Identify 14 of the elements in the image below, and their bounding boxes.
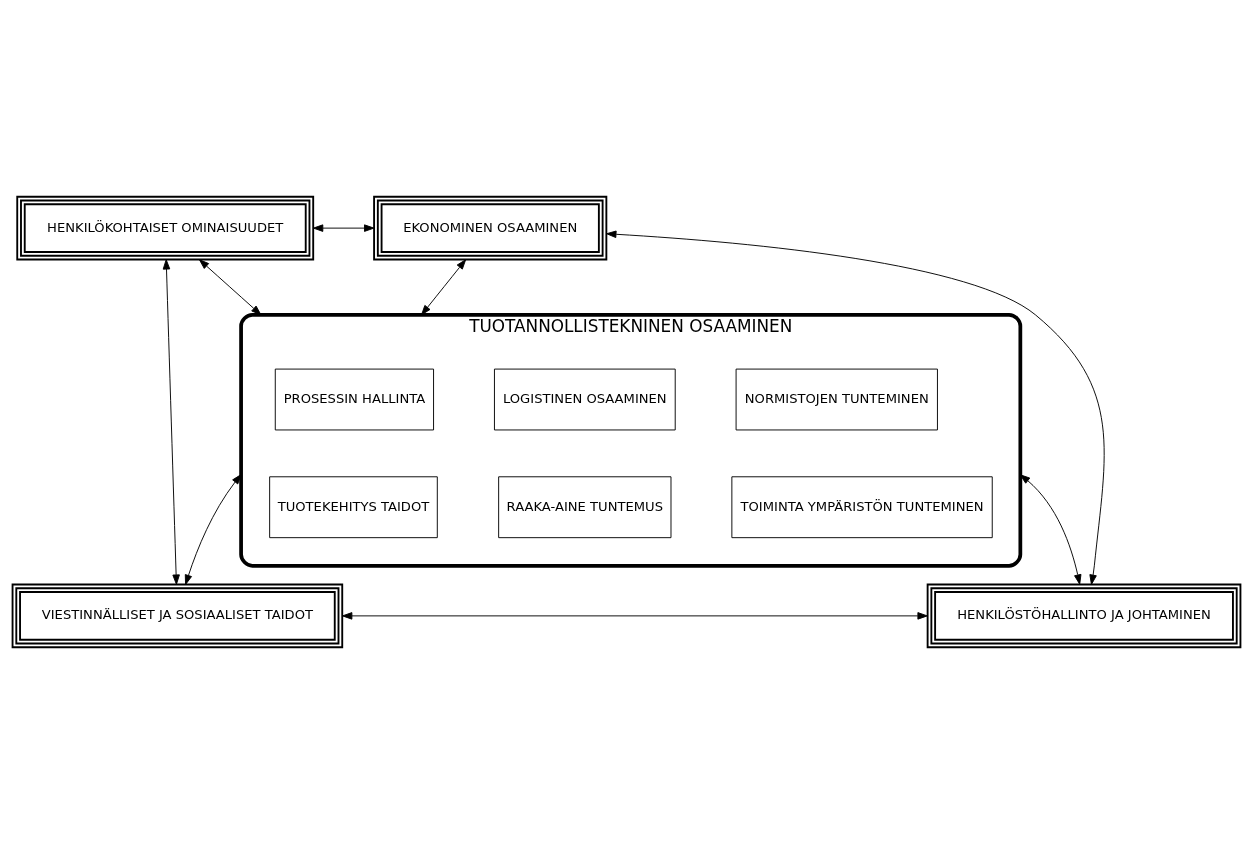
node-box: PROSESSIN HALLINTA [274, 368, 435, 430]
arrow [312, 223, 375, 232]
arrow [162, 258, 180, 585]
arrow [342, 611, 928, 620]
arrow [1019, 473, 1082, 585]
arrow [199, 258, 262, 315]
node-box: NORMISTOJEN TUNTEMINEN [735, 368, 938, 430]
node-box: TOIMINTA YMPÄRISTÖN TUNTEMINEN [731, 475, 993, 538]
arrow [421, 258, 467, 315]
arrow [184, 473, 242, 585]
node-box: RAAKA-AINE TUNTEMUS [498, 475, 672, 538]
arrow [606, 230, 1105, 585]
node-box: LOGISTINEN OSAAMINEN [493, 368, 676, 430]
node-box: TUOTEKEHITYS TAIDOT [269, 475, 438, 538]
